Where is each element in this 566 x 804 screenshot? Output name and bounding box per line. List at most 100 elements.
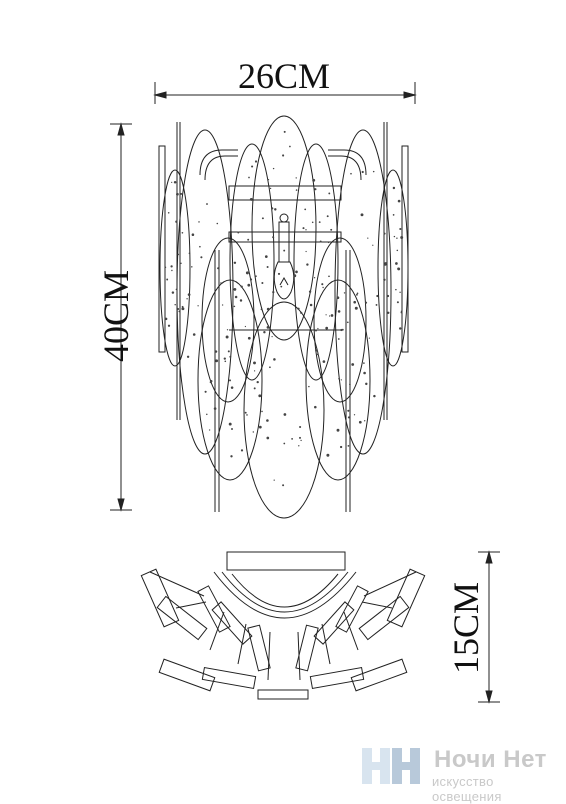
bubble-dot bbox=[228, 379, 232, 382]
bubble-dot bbox=[191, 266, 193, 268]
bubble-dot bbox=[396, 237, 398, 239]
bubble-dot bbox=[249, 278, 253, 281]
bubble-dot bbox=[372, 244, 374, 246]
bubble-dot bbox=[349, 383, 351, 386]
bubble-dot bbox=[322, 286, 324, 289]
bubble-dot bbox=[266, 419, 269, 422]
bubble-dot bbox=[314, 188, 317, 191]
bubble-dot bbox=[177, 307, 180, 311]
bubble-dot bbox=[289, 145, 291, 148]
bubble-dot bbox=[300, 311, 303, 314]
bubble-dot bbox=[175, 288, 178, 291]
bubble-dot bbox=[166, 278, 169, 281]
bubble-dot bbox=[336, 428, 340, 432]
bubble-dot bbox=[393, 235, 396, 238]
bubble-dot bbox=[261, 281, 264, 285]
bubble-dot bbox=[311, 221, 314, 224]
bubble-dot bbox=[227, 350, 230, 353]
bubble-dot bbox=[308, 385, 310, 388]
bubble-dot bbox=[295, 177, 297, 179]
bubble-dot bbox=[247, 238, 250, 241]
bubble-dot bbox=[383, 232, 386, 235]
bubble-dot bbox=[181, 231, 184, 234]
bubble-dot bbox=[314, 329, 318, 332]
bubble-dot bbox=[337, 310, 341, 313]
bubble-dot bbox=[171, 269, 173, 272]
bubble-dot bbox=[343, 292, 346, 294]
height-label: 40CM bbox=[96, 269, 136, 363]
bubble-dot bbox=[387, 311, 390, 314]
bubble-dot bbox=[373, 394, 376, 398]
bubble-dot bbox=[255, 275, 257, 277]
bubble-dot bbox=[260, 308, 263, 311]
bubble-dot bbox=[272, 290, 275, 294]
bubble-dot bbox=[363, 371, 366, 375]
bubble-dot bbox=[328, 192, 331, 195]
bubble-dot bbox=[269, 187, 272, 190]
bubble-dot bbox=[229, 355, 232, 358]
bubble-dot bbox=[214, 350, 218, 353]
bubble-dot bbox=[372, 170, 375, 173]
bubble-dot bbox=[328, 275, 330, 278]
bubble-dot bbox=[244, 411, 247, 414]
bubble-dot bbox=[269, 366, 271, 369]
bubble-dot bbox=[247, 283, 251, 287]
bubble-dot bbox=[283, 249, 286, 252]
bubble-dot bbox=[299, 425, 302, 429]
bubble-dot bbox=[351, 363, 355, 366]
bubble-dot bbox=[237, 231, 240, 234]
bubble-dot bbox=[395, 262, 398, 265]
bubble-dot bbox=[247, 336, 251, 340]
depth-dimension-line bbox=[478, 550, 500, 704]
bubble-dot bbox=[176, 192, 179, 196]
bubble-dot bbox=[271, 207, 274, 210]
bubble-dot bbox=[240, 449, 244, 452]
bubble-dot bbox=[210, 380, 213, 383]
bubble-dot bbox=[297, 307, 300, 310]
bubble-dot bbox=[217, 267, 220, 270]
bubble-dot bbox=[282, 154, 285, 157]
bubble-dot bbox=[396, 301, 399, 304]
bubble-dot bbox=[397, 267, 401, 271]
bubble-dot bbox=[350, 172, 352, 175]
bubble-dot bbox=[326, 215, 329, 218]
bubble-dot bbox=[347, 416, 350, 419]
bubble-dot bbox=[225, 335, 229, 339]
bubble-dot bbox=[256, 380, 259, 384]
bubble-dot bbox=[340, 379, 342, 381]
bubble-dot bbox=[164, 266, 167, 269]
bubble-dot bbox=[254, 160, 258, 163]
brand-logo: Ночи Нет искусство освещения bbox=[360, 742, 560, 804]
brand-name: Ночи Нет bbox=[434, 746, 547, 773]
bubble-dot bbox=[315, 349, 318, 352]
bubble-dot bbox=[224, 360, 227, 363]
bubble-dot bbox=[261, 217, 264, 220]
bubble-dot bbox=[400, 311, 403, 314]
bubble-dot bbox=[216, 222, 219, 225]
bubble-dot bbox=[266, 265, 269, 269]
bubble-dot bbox=[309, 303, 313, 307]
bubble-dot bbox=[253, 387, 256, 390]
bubble-dot bbox=[364, 301, 368, 304]
bubble-dot bbox=[314, 405, 317, 409]
bubble-dot bbox=[383, 263, 387, 266]
bubble-dot bbox=[233, 261, 237, 265]
bubble-dot bbox=[356, 292, 359, 295]
bubble-dot bbox=[249, 197, 253, 201]
bubble-dot bbox=[226, 329, 229, 331]
bubble-dot bbox=[291, 438, 293, 440]
bubble-dot bbox=[266, 307, 270, 311]
bubble-dot bbox=[282, 484, 285, 487]
bubble-dot bbox=[305, 229, 307, 231]
bubble-dot bbox=[347, 445, 350, 447]
bubble-dot bbox=[267, 178, 270, 181]
bubble-dot bbox=[293, 274, 297, 278]
bubble-dot bbox=[396, 249, 399, 252]
bubble-dot bbox=[186, 355, 190, 358]
bubble-dot bbox=[265, 256, 268, 258]
bubble-dot bbox=[347, 409, 350, 412]
bubble-dot bbox=[308, 290, 312, 293]
bubble-dot bbox=[328, 315, 331, 317]
bubble-dot bbox=[272, 167, 275, 170]
bubble-dot bbox=[223, 357, 226, 360]
